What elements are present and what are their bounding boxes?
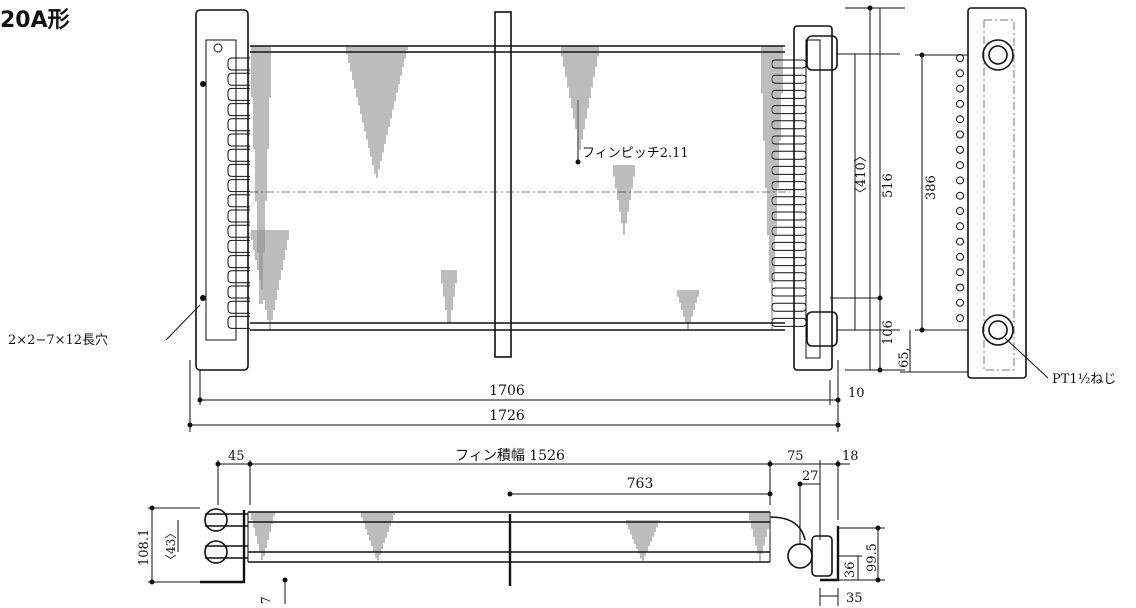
outlet-port-icon xyxy=(982,314,1014,346)
dim-1706: 1706 xyxy=(489,383,525,399)
dim-36: 36 xyxy=(843,561,858,578)
drawing-title: 20A形 xyxy=(0,8,70,33)
top-view xyxy=(200,508,840,586)
inlet-nozzle xyxy=(806,35,838,71)
inlet-port-icon xyxy=(982,39,1014,71)
dim-27: 27 xyxy=(802,469,819,484)
top-view-dimensions: 45 フィン積幅 1526 75 18 27 763 108.1 〈43〉 99… xyxy=(137,448,885,606)
dim-45: 45 xyxy=(228,449,245,464)
dim-10: 10 xyxy=(848,386,865,401)
header-pipe xyxy=(805,39,821,359)
dim-516: 516 xyxy=(881,173,896,198)
dim-108-1: 108.1 xyxy=(137,529,152,566)
center-support xyxy=(494,11,512,358)
side-plate xyxy=(967,7,1027,379)
dim-65: 65, xyxy=(897,347,912,368)
right-end-plate xyxy=(793,25,833,371)
left-plate-inner xyxy=(205,39,237,341)
dim-18: 18 xyxy=(842,449,859,464)
dim-106: 106 xyxy=(881,320,896,345)
side-view: 386 65, PT1½ねじ xyxy=(897,7,1116,387)
thread-label: PT1½ねじ xyxy=(1052,372,1116,387)
dim-99-5: 99.5 xyxy=(865,543,880,572)
front-view: フィンピッチ2.11 xyxy=(195,9,900,371)
tube-end-top-icon xyxy=(204,508,228,532)
mounting-hole-icon xyxy=(213,43,223,53)
tube-bends-left xyxy=(227,57,250,329)
fin-pitch-label: フィンピッチ2.11 xyxy=(582,146,689,161)
dim-386: 386 xyxy=(924,175,939,200)
dim-75: 75 xyxy=(787,449,804,464)
outlet-nozzle xyxy=(806,311,838,347)
dim-763: 763 xyxy=(627,476,654,492)
front-vertical-dimensions: 〈410〉 516 106 xyxy=(830,5,905,373)
dim-35: 35 xyxy=(846,591,863,606)
nozzle-icon xyxy=(787,543,813,569)
slot-holes-label: 2×2−7×12長穴 xyxy=(8,333,108,348)
dim-7: 7 xyxy=(259,596,273,604)
fin-hatching xyxy=(251,46,783,330)
front-horizontal-dimensions: 1706 1726 10 2×2−7×12長穴 xyxy=(8,304,865,432)
dim-410: 〈410〉 xyxy=(854,149,869,200)
tube-stubs-right xyxy=(771,59,807,327)
left-end-plate xyxy=(195,9,249,371)
tube-end-bottom-icon xyxy=(204,540,228,564)
fin-width-label: フィン積幅 1526 xyxy=(455,448,565,464)
dim-1726: 1726 xyxy=(489,408,525,424)
dim-43: 〈43〉 xyxy=(164,527,178,566)
fin-hatching-top xyxy=(251,512,771,562)
tube-ends xyxy=(956,54,964,323)
